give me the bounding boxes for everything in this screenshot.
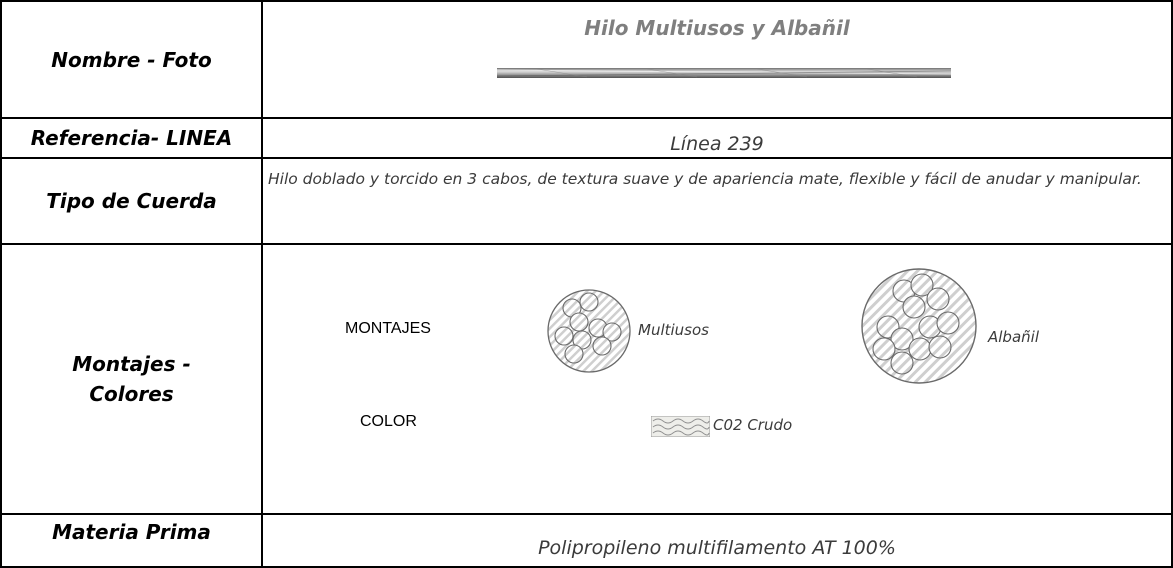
product-name: Hilo Multiusos y Albañil xyxy=(584,16,850,40)
rope-type-description: Hilo doblado y torcido en 3 cabos, de te… xyxy=(268,170,1142,188)
rope-photo-icon xyxy=(496,65,952,81)
crudo-swatch-icon xyxy=(650,415,711,438)
row-label-referencia: Referencia- LINEA xyxy=(30,126,233,150)
column-divider xyxy=(261,0,263,568)
row-divider xyxy=(0,513,1173,515)
row-label-montajes: Montajes - Colores xyxy=(72,352,191,406)
color-heading: COLOR xyxy=(360,413,417,430)
multiusos-cross-section-icon xyxy=(546,288,632,374)
table-border-bottom xyxy=(0,566,1173,568)
table-border-right xyxy=(1171,0,1173,568)
row-label-materia: Materia Prima xyxy=(52,520,211,544)
albanil-cross-section-icon xyxy=(860,267,978,385)
table-border-top xyxy=(0,0,1173,2)
row-divider xyxy=(0,243,1173,245)
line-reference: Línea 239 xyxy=(670,133,764,155)
row-divider xyxy=(0,157,1173,159)
mount-label-albanil: Albañil xyxy=(988,328,1039,346)
row-label-tipo: Tipo de Cuerda xyxy=(46,189,217,213)
montajes-heading: MONTAJES xyxy=(345,320,431,337)
raw-material: Polipropileno multifilamento AT 100% xyxy=(538,537,896,559)
row-label-nombre: Nombre - Foto xyxy=(51,47,212,72)
table-border-left xyxy=(0,0,2,568)
color-label-c02-crudo: C02 Crudo xyxy=(713,416,793,434)
mount-label-multiusos: Multiusos xyxy=(638,321,709,339)
row-divider xyxy=(0,117,1173,119)
